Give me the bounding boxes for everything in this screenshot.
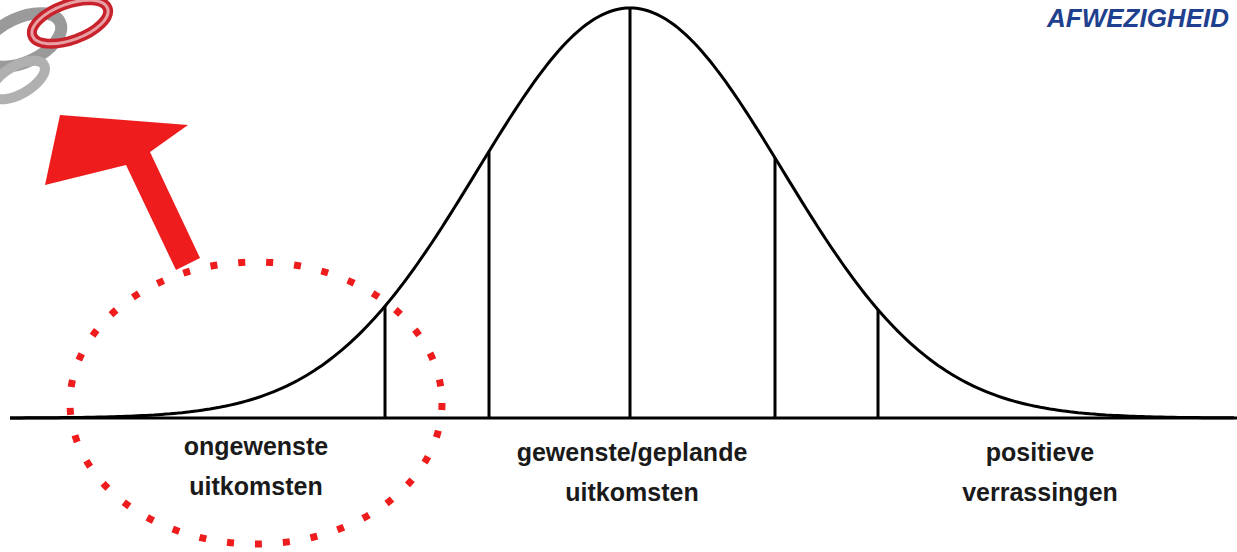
divider-line [629, 8, 632, 418]
outcome-label: gewenste/geplande uitkomsten [452, 432, 812, 512]
outcome-label: positieve verrassingen [915, 432, 1165, 512]
outcome-label: ongewenste uitkomsten [136, 426, 376, 506]
divider-line [877, 310, 880, 418]
divider-line [384, 306, 387, 418]
divider-line [488, 151, 491, 418]
bell-curve [10, 8, 1234, 418]
divider-lines [385, 8, 878, 418]
heading-label: AFWEZIGHEID [929, 2, 1229, 34]
chain-illustration [0, 0, 114, 107]
red-arrow [45, 115, 200, 270]
dotted-outline [66, 258, 446, 548]
axis-line [10, 417, 1237, 420]
divider-line [774, 158, 777, 418]
dotted-circle: ongewenste uitkomsten [66, 258, 446, 548]
